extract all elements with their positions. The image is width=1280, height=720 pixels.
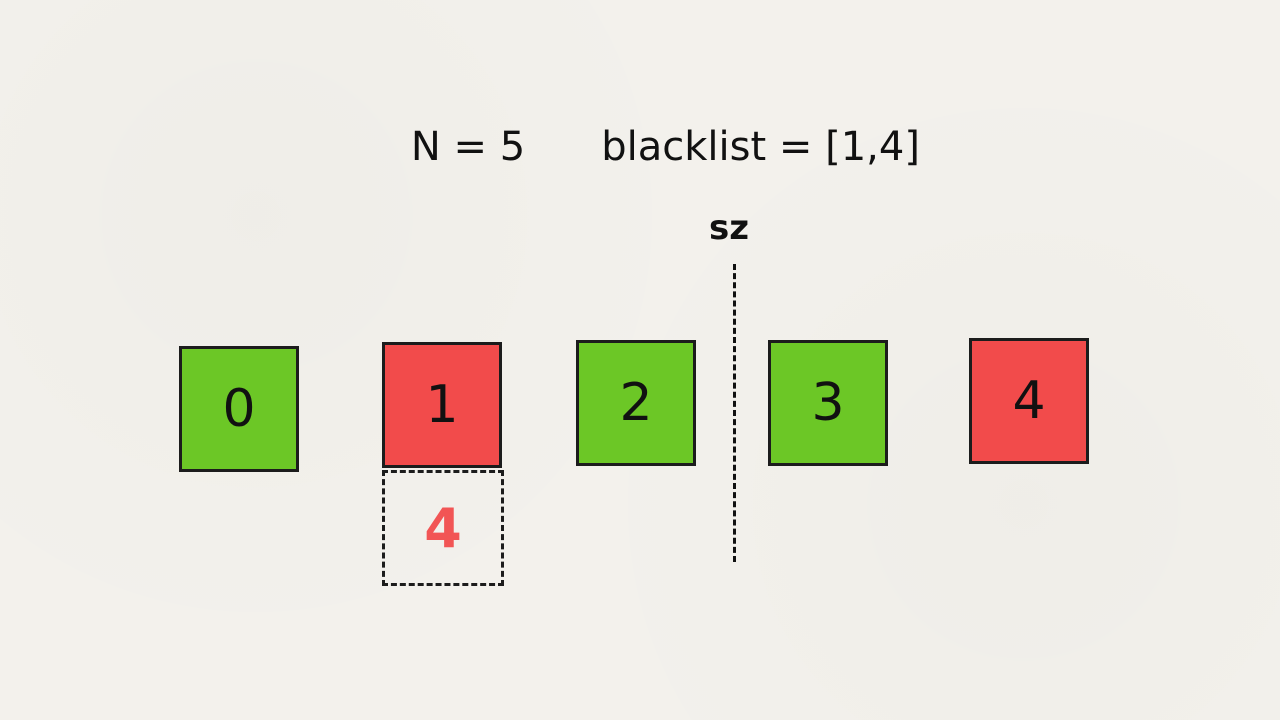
cell-4: 4 <box>969 338 1089 464</box>
cell-1-label: 1 <box>425 375 459 435</box>
n-value-text: N = 5 <box>410 124 526 170</box>
cell-3-label: 3 <box>811 373 845 433</box>
problem-header: N = 5 blacklist = [1,4] <box>0 78 1280 216</box>
cell-0: 0 <box>179 346 299 472</box>
cell-3: 3 <box>768 340 888 466</box>
cell-2-label: 2 <box>619 373 653 433</box>
cell-1: 1 <box>382 342 502 468</box>
mapped-value-label: 4 <box>424 496 462 560</box>
cell-4-label: 4 <box>1012 371 1046 431</box>
cell-0-label: 0 <box>222 379 256 439</box>
mapped-value-box: 4 <box>382 470 504 586</box>
sz-label: sz <box>709 208 750 248</box>
blacklist-text: blacklist = [1,4] <box>601 124 920 170</box>
sz-divider-line <box>733 264 736 562</box>
cell-2: 2 <box>576 340 696 466</box>
